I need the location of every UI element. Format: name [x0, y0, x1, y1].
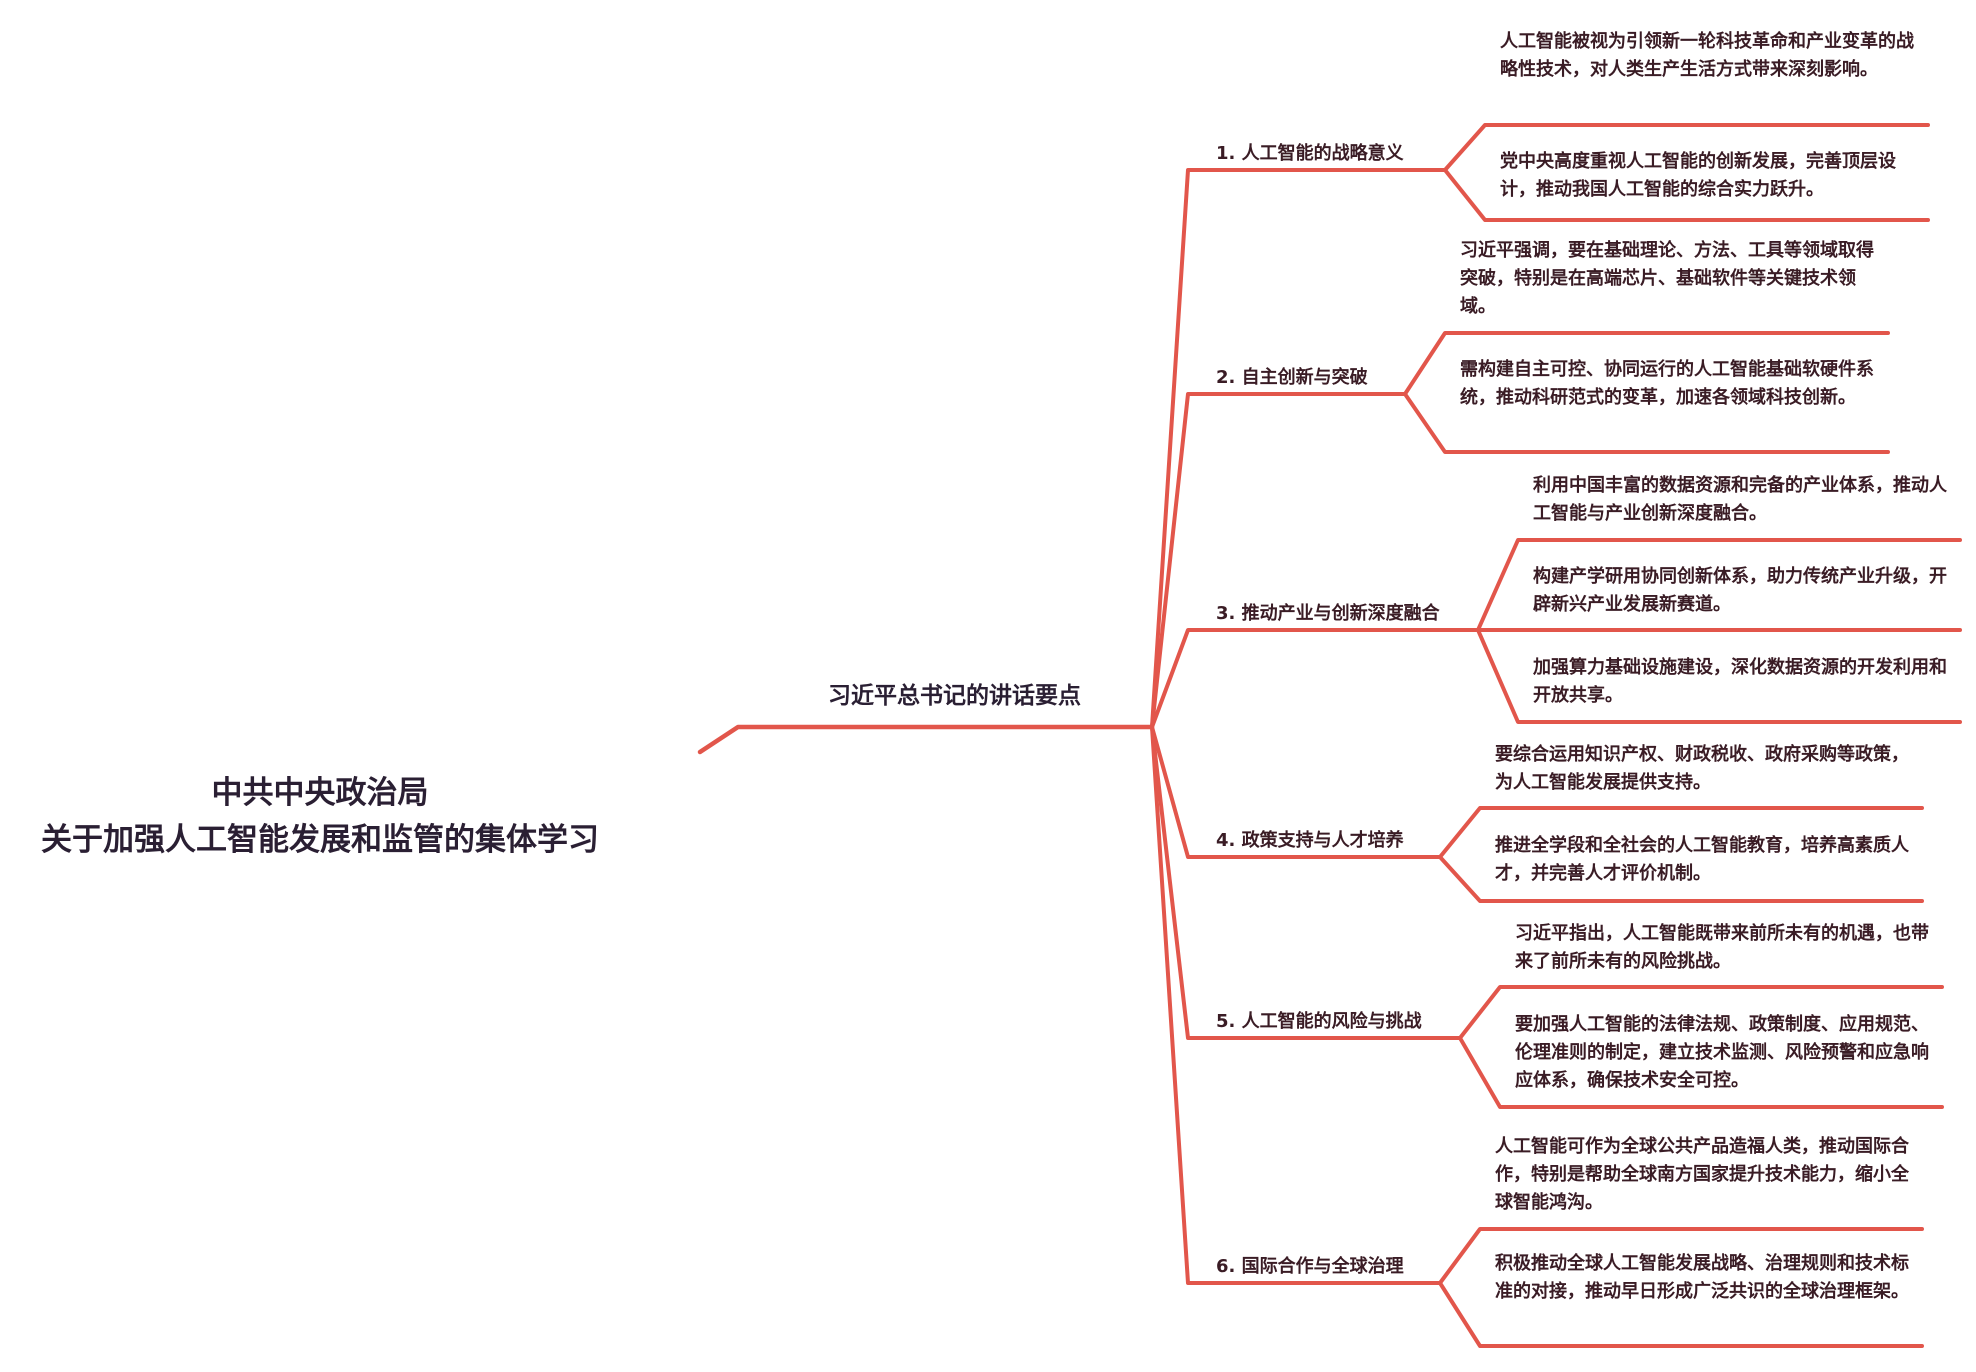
branch-label-2[interactable]: 2. 自主创新与突破 — [1216, 367, 1368, 388]
leaf-text-4-2[interactable]: 推进全学段和全社会的人工智能教育，培养高素质人才，并完善人才评价机制。 — [1495, 835, 1909, 884]
leaf-text-3-2[interactable]: 构建产学研用协同创新体系，助力传统产业升级，开辟新兴产业发展新赛道。 — [1533, 566, 1947, 615]
branch-label-4[interactable]: 4. 政策支持与人才培养 — [1216, 830, 1404, 851]
branch-label-3[interactable]: 3. 推动产业与创新深度融合 — [1216, 603, 1440, 624]
leaf-connector-1-2 — [1443, 168, 1930, 222]
leaf-connector-3-1 — [1476, 538, 1962, 632]
branch-label-1[interactable]: 1. 人工智能的战略意义 — [1216, 143, 1404, 164]
branch-label-5[interactable]: 5. 人工智能的风险与挑战 — [1216, 1011, 1422, 1032]
leaf-text-1-1[interactable]: 人工智能被视为引领新一轮科技革命和产业变革的战略性技术，对人类生产生活方式带来深… — [1500, 31, 1914, 80]
root-topic[interactable]: 中共中央政治局 关于加强人工智能发展和监管的集体学习 — [0, 770, 640, 864]
leaf-text-3-1[interactable]: 利用中国丰富的数据资源和完备的产业体系，推动人工智能与产业创新深度融合。 — [1533, 475, 1947, 524]
main-topic[interactable]: 习近平总书记的讲话要点 — [828, 683, 1081, 709]
leaf-text-1-2[interactable]: 党中央高度重视人工智能的创新发展，完善顶层设计，推动我国人工智能的综合实力跃升。 — [1500, 151, 1896, 200]
branch-connector-3 — [1150, 628, 1480, 729]
leaf-connector-3-3 — [1476, 628, 1962, 724]
leaf-text-4-1[interactable]: 要综合运用知识产权、财政税收、政府采购等政策，为人工智能发展提供支持。 — [1495, 744, 1909, 793]
leaf-connector-4-1 — [1438, 806, 1924, 859]
leaf-connector-2-2 — [1403, 392, 1890, 454]
leaf-text-2-2[interactable]: 需构建自主可控、协同运行的人工智能基础软硬件系统，推动科研范式的变革，加速各领域… — [1460, 359, 1874, 408]
leaf-connector-1-1 — [1443, 123, 1930, 172]
leaf-connector-6-1 — [1438, 1227, 1924, 1285]
leaf-text-2-1[interactable]: 习近平强调，要在基础理论、方法、工具等领域取得突破，特别是在高端芯片、基础软件等… — [1460, 240, 1874, 317]
leaf-connector-6-2 — [1438, 1281, 1924, 1348]
leaf-text-5-1[interactable]: 习近平指出，人工智能既带来前所未有的机遇，也带来了前所未有的风险挑战。 — [1515, 923, 1929, 972]
branch-connector-6 — [1150, 725, 1442, 1285]
branch-connector-4 — [1150, 725, 1442, 859]
leaf-text-3-3[interactable]: 加强算力基础设施建设，深化数据资源的开发利用和开放共享。 — [1533, 657, 1947, 706]
leaf-text-6-1[interactable]: 人工智能可作为全球公共产品造福人类，推动国际合作，特别是帮助全球南方国家提升技术… — [1495, 1136, 1909, 1213]
branch-label-6[interactable]: 6. 国际合作与全球治理 — [1216, 1256, 1404, 1277]
root-to-main-connector — [697, 724, 1155, 755]
leaf-connector-5-1 — [1458, 985, 1944, 1040]
leaf-connector-5-2 — [1458, 1036, 1944, 1109]
leaf-connector-2-1 — [1403, 331, 1890, 396]
root-title-line-2: 关于加强人工智能发展和监管的集体学习 — [41, 822, 599, 858]
branch-connector-2 — [1150, 392, 1407, 729]
leaf-connector-4-2 — [1438, 855, 1924, 903]
branch-connector-1 — [1150, 168, 1447, 729]
leaf-text-6-2[interactable]: 积极推动全球人工智能发展战略、治理规则和技术标准的对接，推动早日形成广泛共识的全… — [1495, 1253, 1909, 1302]
root-title-line-1: 中共中央政治局 — [211, 775, 429, 811]
branch-connector-5 — [1150, 725, 1462, 1040]
leaf-text-5-2[interactable]: 要加强人工智能的法律法规、政策制度、应用规范、伦理准则的制定，建立技术监测、风险… — [1515, 1014, 1929, 1091]
